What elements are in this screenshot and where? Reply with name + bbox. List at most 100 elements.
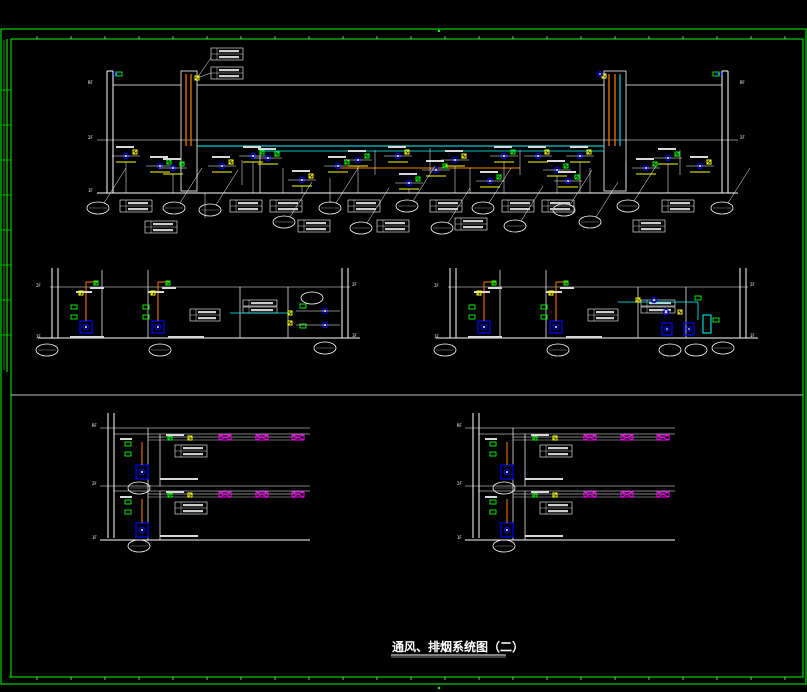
note-text-line (278, 208, 298, 211)
damper-blade (166, 159, 172, 165)
annotation-text (525, 478, 563, 480)
callout-leader (335, 167, 359, 204)
callout-leader (366, 187, 390, 224)
exhaust-grille-x (583, 434, 597, 441)
note-text-line (649, 309, 671, 312)
annotation-text (243, 146, 261, 148)
note-text-line (198, 317, 216, 320)
damper-symbol (674, 151, 680, 157)
damper-blade (563, 280, 569, 286)
outer-border (0, 28, 807, 685)
annotation-text (566, 336, 602, 338)
annotation-text (116, 146, 134, 148)
damper-symbol (187, 492, 193, 498)
fan-symbol (138, 526, 146, 534)
grille-symbol (540, 314, 548, 320)
callout-leader (412, 165, 436, 202)
note-text-line (238, 202, 258, 205)
damper-symbol (287, 310, 293, 316)
center-mark-bottom (437, 686, 441, 690)
damper-blade (563, 163, 569, 169)
damper-blade (132, 149, 138, 155)
annotation-text (547, 160, 565, 162)
damper-symbol (150, 290, 156, 296)
damper-blade (78, 290, 84, 296)
damper-blade (415, 176, 421, 182)
annotation-text (531, 434, 549, 436)
exhaust-grille-x (255, 434, 269, 441)
note-text-line (670, 202, 690, 205)
duct-box-cyan (702, 314, 712, 334)
level-tag-2f: 2F (750, 282, 755, 287)
note-text-line (183, 447, 203, 450)
exhaust-grille-x (291, 491, 305, 498)
level-tag-rf: RF (740, 80, 745, 85)
grille-symbol (489, 451, 497, 457)
exhaust-grille (656, 491, 670, 498)
exhaust-grille (218, 434, 232, 441)
damper-symbol (132, 149, 138, 155)
callout-bubble (616, 199, 640, 213)
damper-symbol (510, 149, 516, 155)
note-text-line (550, 208, 570, 211)
note-text-line (548, 447, 568, 450)
fan-symbol (552, 323, 560, 331)
exhaust-grille (291, 491, 305, 498)
exhaust-grille (255, 491, 269, 498)
level-tag-2f: 2F (88, 135, 93, 140)
damper-blade (93, 280, 99, 286)
level-tag-1f: 1F (36, 334, 41, 339)
note-text-line (153, 229, 173, 232)
damper-blade (167, 492, 173, 498)
level-tag-rf: RF (88, 80, 93, 85)
damper-symbol (635, 297, 641, 303)
level-tag-1f: 1F (434, 334, 439, 339)
note-text-line (128, 208, 148, 211)
note-text-line (251, 309, 273, 312)
note-text-line (183, 504, 203, 507)
annotation-text (636, 158, 654, 160)
damper-blade (552, 492, 558, 498)
annotation-text (494, 146, 512, 148)
fan-symbol (686, 326, 692, 332)
note-text-line (649, 302, 671, 305)
fan-hub (506, 471, 508, 473)
note-text-line (356, 202, 376, 205)
fan-hub (141, 471, 143, 473)
damper-symbol (563, 280, 569, 286)
callout-leader (595, 181, 619, 218)
annotation-text (690, 156, 708, 158)
damper-blade (165, 280, 171, 286)
note-text-line (183, 510, 203, 513)
level-tag-2f: 2F (92, 481, 97, 486)
damper-blade (548, 290, 554, 296)
damper-symbol (548, 290, 554, 296)
note-text-line (548, 453, 568, 456)
note-text-line (278, 202, 298, 205)
note-text-line (219, 56, 239, 59)
exhaust-grille-x (620, 491, 634, 498)
level-tag-2f: 2F (352, 282, 357, 287)
annotation-text (570, 146, 588, 148)
annotation-text (160, 535, 198, 537)
grille-symbol (124, 499, 132, 505)
note-text-line (385, 222, 405, 225)
fan-symbol (480, 323, 488, 331)
fan-symbol (662, 308, 670, 316)
damper-symbol (78, 290, 84, 296)
note-text-line (183, 453, 203, 456)
damper-blade (476, 290, 482, 296)
damper-symbol (706, 159, 712, 165)
fan-hub (666, 328, 668, 330)
damper-symbol (308, 173, 314, 179)
annotation-text (168, 336, 204, 338)
damper-blade (344, 159, 350, 165)
annotation-text (160, 478, 198, 480)
callout-leader (447, 187, 471, 224)
annotation-text (485, 438, 497, 440)
annotation-text (328, 156, 346, 158)
